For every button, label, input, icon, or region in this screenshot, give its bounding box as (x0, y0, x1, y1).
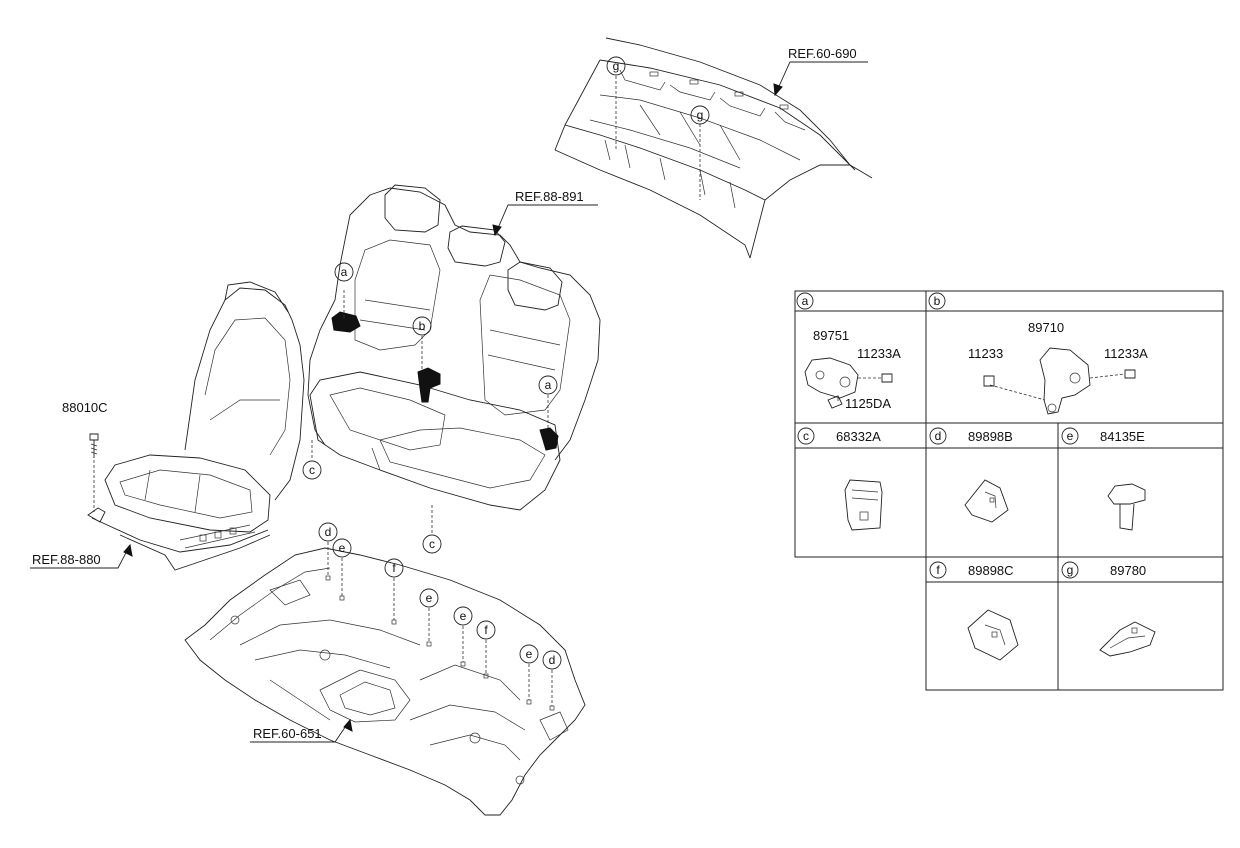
legend-d-part: 89898B (968, 429, 1013, 444)
legend-key-b: b (928, 292, 946, 310)
svg-text:d: d (935, 429, 942, 443)
legend-key-a: a (796, 292, 814, 310)
legend-a-p2: 11233A (857, 346, 901, 361)
bracket-89780-icon (1099, 621, 1156, 657)
legend-key-c: c (797, 427, 815, 445)
legend-b-p3: 11233A (1104, 346, 1148, 361)
svg-text:a: a (802, 294, 809, 308)
clip-89898c-icon (967, 609, 1019, 661)
legend-b-p1: 89710 (1028, 320, 1064, 335)
callout-c-1: c (302, 460, 322, 480)
callout-b-1: b (412, 316, 432, 336)
legend-e-part: 84135E (1100, 429, 1145, 444)
svg-text:c: c (429, 537, 435, 551)
arrowhead-ref-60-690 (773, 83, 783, 97)
plug-84135e-icon (1107, 483, 1146, 531)
bracket-89710-icon (983, 347, 1136, 415)
callout-f-1: f (384, 558, 404, 578)
legend-key-d: d (929, 427, 947, 445)
legend-a-p3: 1125DA (845, 396, 891, 411)
bracket-89751-icon (804, 357, 893, 409)
legend-key-e: e (1061, 427, 1079, 445)
svg-text:g: g (613, 59, 620, 73)
svg-text:c: c (803, 429, 809, 443)
svg-text:d: d (549, 653, 556, 667)
svg-text:a: a (545, 378, 552, 392)
svg-text:f: f (484, 623, 488, 637)
callout-d-2: d (542, 650, 562, 670)
svg-text:e: e (460, 609, 467, 623)
svg-text:c: c (309, 463, 315, 477)
svg-text:e: e (426, 591, 433, 605)
callout-g-2: g (690, 105, 710, 125)
legend-g-part: 89780 (1110, 563, 1146, 578)
legend-c-part: 68332A (836, 429, 881, 444)
legend-key-f: f (929, 561, 947, 579)
svg-text:f: f (936, 563, 940, 577)
callout-a-1: a (334, 262, 354, 282)
svg-text:e: e (1067, 429, 1074, 443)
svg-text:g: g (1067, 563, 1074, 577)
floor-panel-illustration (184, 542, 586, 816)
legend-f-part: 89898C (968, 563, 1014, 578)
ref-package-tray: REF.60-690 (788, 46, 857, 61)
front-seat-illustration (30, 281, 305, 571)
clip-89898b-icon (964, 479, 1009, 523)
callout-e-1: e (332, 538, 352, 558)
package-tray-illustration (554, 37, 873, 259)
svg-text:b: b (419, 319, 426, 333)
callout-g-1: g (606, 56, 626, 76)
svg-text:d: d (325, 525, 332, 539)
rear-seat-illustration (307, 184, 601, 535)
callout-e-3: e (453, 606, 473, 626)
ref-front-seat: REF.88-880 (32, 552, 101, 567)
leader-ref-60-690 (774, 61, 868, 96)
callout-f-2: f (476, 620, 496, 640)
ref-floor-panel: REF.60-651 (253, 726, 322, 741)
cover-68332a-icon (844, 479, 883, 531)
legend-key-g: g (1061, 561, 1079, 579)
part-88010c: 88010C (62, 400, 108, 415)
ref-rear-seat: REF.88-891 (515, 189, 584, 204)
legend-a-p1: 89751 (813, 328, 849, 343)
legend-b-p2: 11233 (968, 346, 1003, 361)
callout-d-1: d (318, 522, 338, 542)
callout-c-2: c (422, 534, 442, 554)
callout-a-2: a (538, 375, 558, 395)
svg-text:a: a (341, 265, 348, 279)
svg-text:b: b (934, 294, 941, 308)
callout-e-2: e (419, 588, 439, 608)
svg-text:e: e (526, 647, 533, 661)
svg-text:f: f (392, 561, 396, 575)
legend-table (794, 290, 1224, 691)
callout-e-4: e (519, 644, 539, 664)
svg-text:g: g (697, 108, 704, 122)
svg-text:e: e (339, 541, 346, 555)
